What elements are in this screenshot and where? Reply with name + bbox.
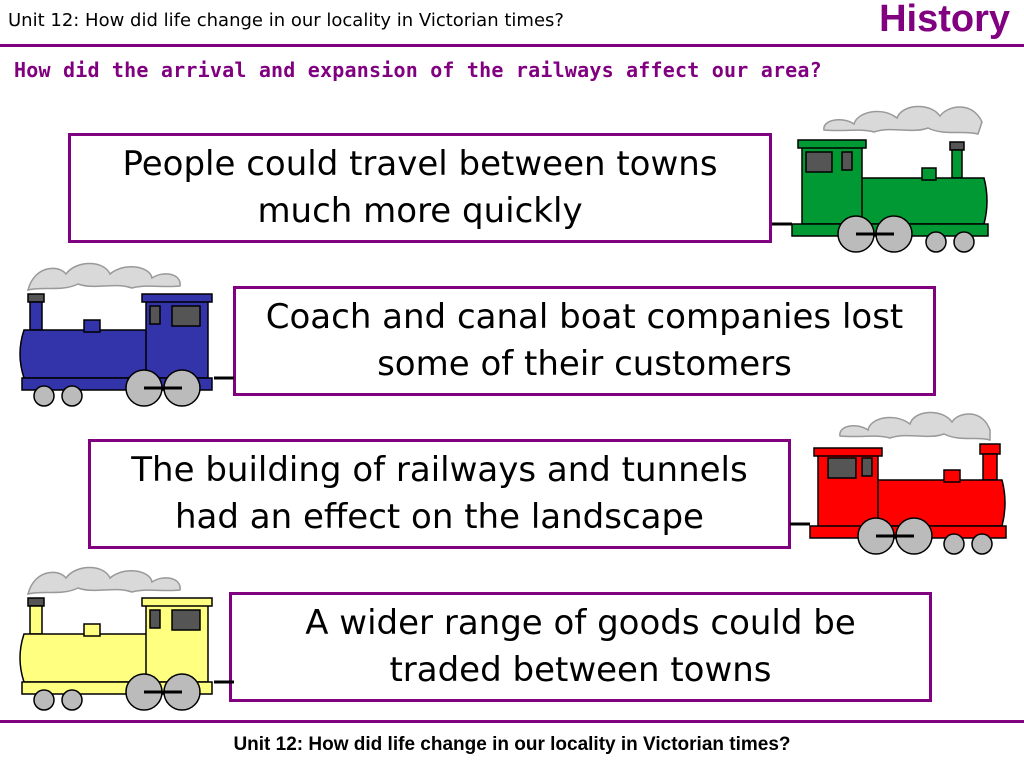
smoke-cloud-icon: [26, 262, 181, 292]
fact-card-2-line-1: Coach and canal boat companies lost: [265, 297, 904, 337]
fact-card-3-line-2: had an effect on the landscape: [175, 497, 704, 537]
fact-card-4-line-2: traded between towns: [389, 650, 772, 690]
smoke-cloud-icon: [839, 411, 991, 442]
steam-locomotive-icon: [772, 105, 989, 253]
fact-card-2: Coach and canal boat companies lost some …: [233, 286, 936, 396]
fact-card-3-line-1: The building of railways and tunnels: [131, 450, 748, 490]
slide-question: How did the arrival and expansion of the…: [14, 58, 822, 82]
smoke-cloud-icon: [26, 566, 181, 596]
fact-card-2-line-2: some of their customers: [377, 344, 792, 384]
fact-card-4-line-1: A wider range of goods could be: [305, 603, 856, 643]
steam-locomotive-icon: [790, 411, 1007, 555]
fact-card-1-line-1: People could travel between towns: [122, 144, 718, 184]
footer-divider: [0, 720, 1024, 723]
header-divider: [0, 44, 1024, 47]
subject-title: History: [879, 0, 1010, 40]
unit-title: Unit 12: How did life change in our loca…: [8, 10, 564, 31]
smoke-cloud-icon: [823, 105, 983, 135]
fact-card-3: The building of railways and tunnels had …: [88, 439, 791, 549]
footer-title: Unit 12: How did life change in our loca…: [233, 734, 791, 755]
steam-locomotive-icon: [19, 566, 234, 711]
fact-card-1-line-2: much more quickly: [257, 191, 583, 231]
fact-card-1: People could travel between towns much mo…: [68, 133, 772, 243]
fact-card-4: A wider range of goods could be traded be…: [229, 592, 932, 702]
steam-locomotive-icon: [19, 262, 234, 407]
